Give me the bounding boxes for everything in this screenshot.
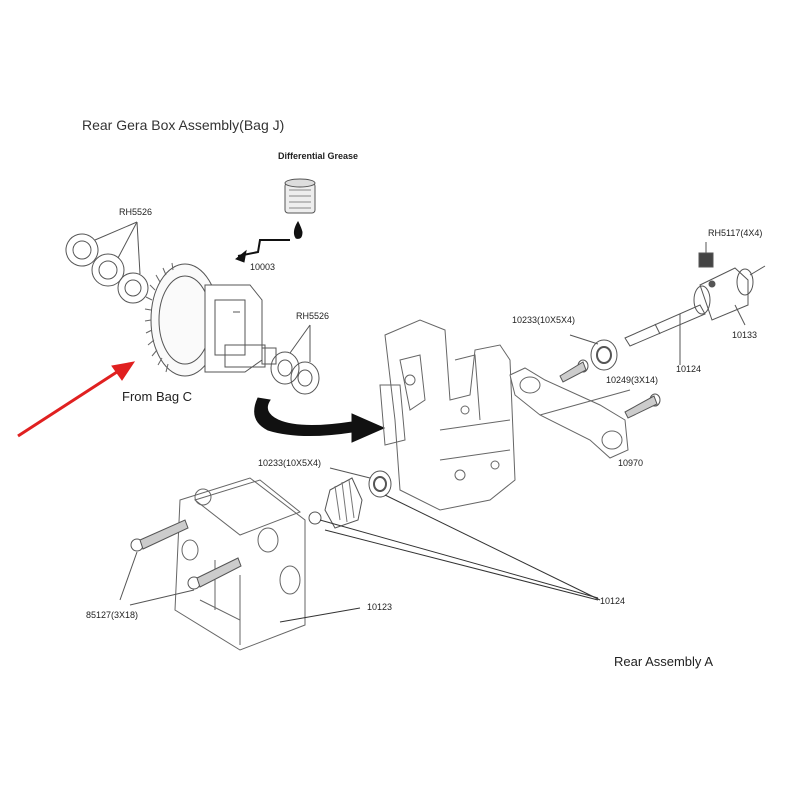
rear-assembly-label: Rear Assembly A (614, 654, 713, 669)
screw-10249 (559, 359, 661, 419)
red-arrow (17, 361, 136, 438)
rear-housing-upper (379, 319, 516, 511)
page-title: Rear Gera Box Assembly(Bag J) (82, 117, 285, 133)
part-label-10124-pinion: 10124 (600, 596, 626, 606)
part-label-10233-top: 10233(10X5X4) (512, 315, 576, 325)
part-label-10123: 10123 (367, 602, 393, 612)
part-label-10133: 10133 (732, 330, 758, 340)
differential-gear (144, 262, 277, 377)
part-label-rh5526-top: RH5526 (119, 207, 153, 217)
part-label-10970: 10970 (618, 458, 644, 468)
bearing-top (569, 334, 618, 371)
part-label-10003: 10003 (250, 262, 276, 272)
part-label-85127: 85127(3X18) (86, 610, 139, 620)
screws-85127 (119, 519, 242, 606)
shim-washers-right (270, 324, 320, 395)
suspension-mount (509, 367, 631, 459)
part-label-rh5117: RH5117(4X4) (708, 228, 763, 238)
part-label-10233-mid: 10233(10X5X4) (258, 458, 322, 468)
drive-shaft (624, 304, 706, 365)
curved-arrow (254, 397, 386, 443)
part-label-rh5526-right: RH5526 (296, 311, 330, 321)
shim-leader-lines (94, 221, 141, 275)
from-bag-label: From Bag C (122, 389, 193, 404)
pinion-gear (308, 477, 363, 529)
bearing-mid (329, 467, 392, 498)
part-label-10249: 10249(3X14) (606, 375, 659, 385)
wheel-hub (693, 242, 766, 326)
axis-lines (279, 494, 601, 623)
shim-washers-left (65, 233, 149, 304)
grease-jar (235, 178, 316, 263)
part-label-10124-shaft: 10124 (676, 364, 702, 374)
grease-label: Differential Grease (278, 151, 359, 161)
